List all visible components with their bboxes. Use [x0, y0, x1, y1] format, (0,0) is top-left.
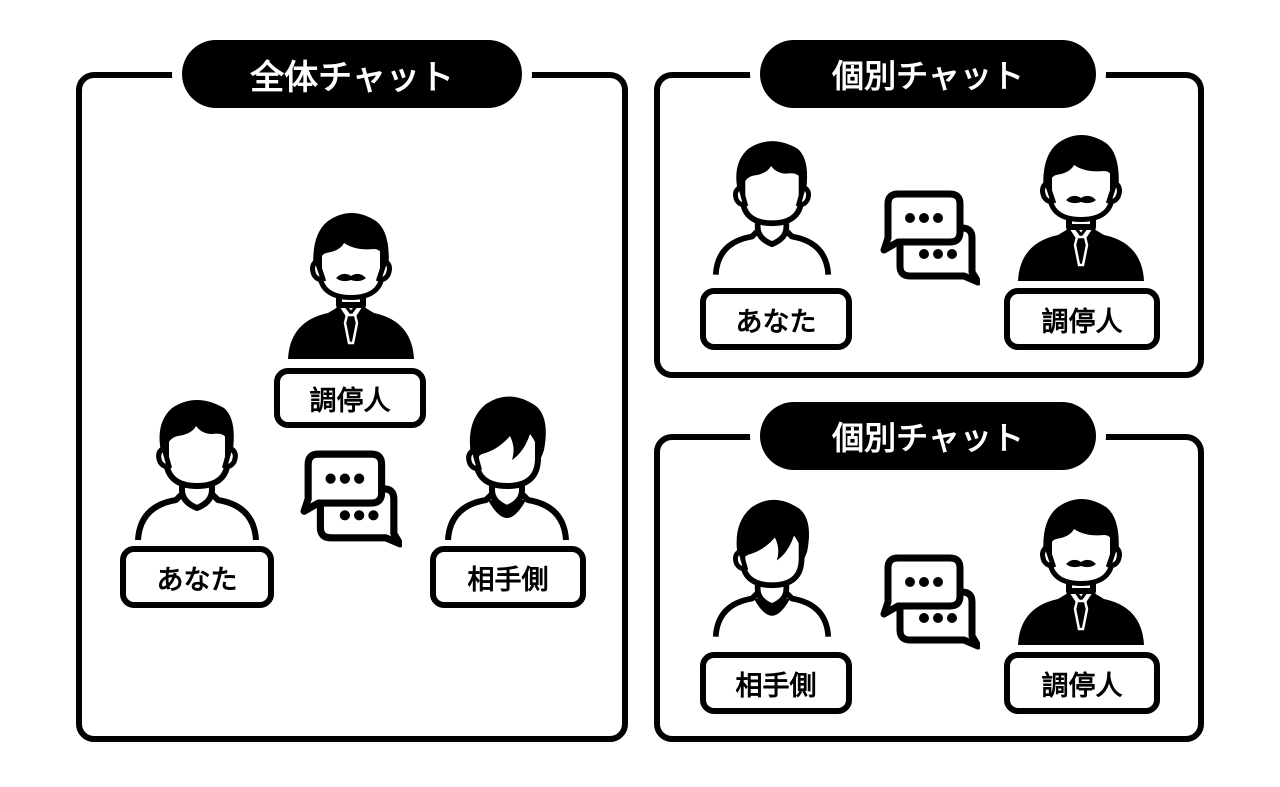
- chat-bubbles-icon: [300, 448, 402, 550]
- mediator-figure-icon: [1016, 130, 1146, 282]
- overall-chat-title: 全体チャット: [182, 40, 522, 108]
- person-swept-hair-icon: [442, 394, 572, 544]
- individual-bottom-other-party-label: 相手側: [700, 652, 852, 714]
- mediator-figure-icon: [1016, 494, 1146, 646]
- individual-chat-title-top: 個別チャット: [760, 40, 1096, 108]
- person-short-hair-icon: [710, 134, 834, 280]
- overall-you-label: あなた: [120, 546, 274, 608]
- individual-top-you-label: あなた: [700, 288, 852, 350]
- person-short-hair-icon: [132, 394, 262, 544]
- individual-chat-title-bottom: 個別チャット: [760, 402, 1096, 470]
- overall-other-party-label: 相手側: [430, 546, 586, 608]
- individual-bottom-mediator-label: 調停人: [1004, 652, 1160, 714]
- person-swept-hair-icon: [710, 496, 834, 642]
- overall-mediator-label: 調停人: [274, 368, 426, 428]
- chat-bubbles-icon: [880, 188, 980, 288]
- mediator-figure-icon: [286, 208, 416, 360]
- individual-top-mediator-label: 調停人: [1004, 288, 1160, 350]
- chat-bubbles-icon: [880, 552, 980, 652]
